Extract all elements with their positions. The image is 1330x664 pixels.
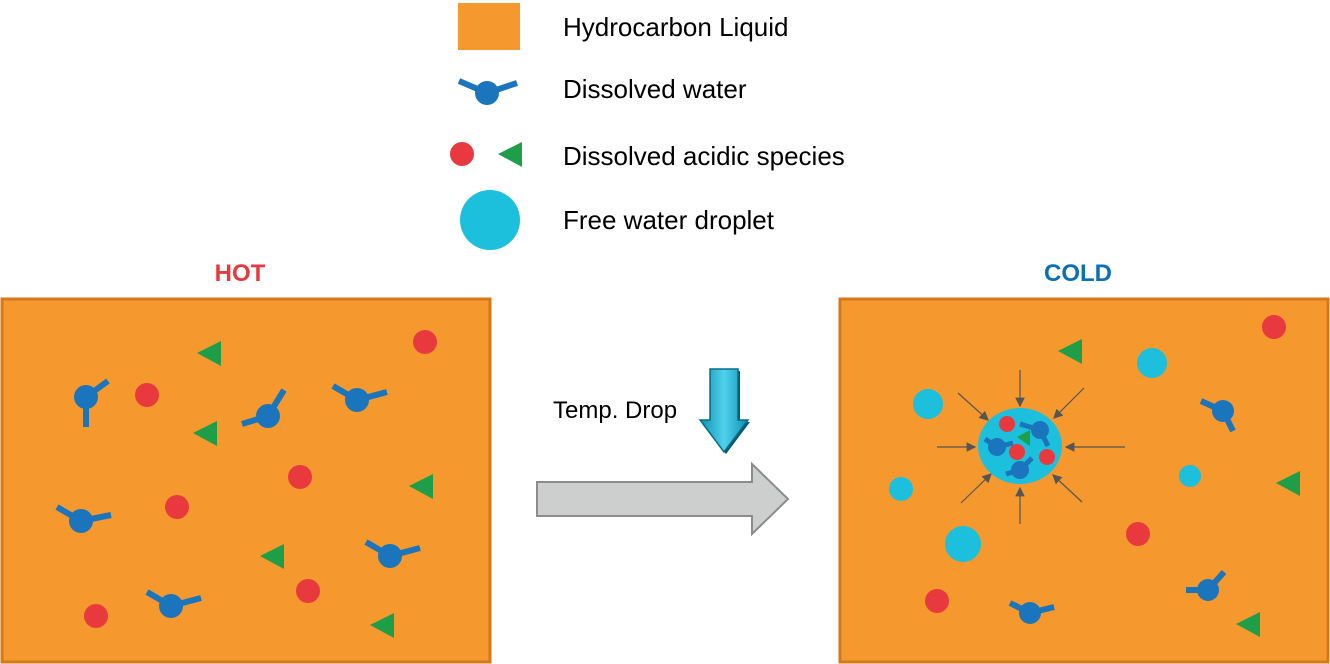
temp-drop-label: Temp. Drop [553,397,678,424]
legend-hydrocarbon-swatch [458,3,520,50]
acidic-green-particle [1236,612,1260,637]
free-water-droplet [889,477,913,501]
legend-label-free-water: Free water droplet [563,205,774,235]
cold-panel [838,297,1330,664]
legend-label-hydrocarbon: Hydrocarbon Liquid [563,12,789,42]
acidic-red-particle [84,604,108,628]
dissolved-water-molecule [74,378,110,427]
dissolved-water-molecule [1186,570,1227,601]
cold-panel-title: COLD [1044,260,1112,287]
acidic-red-particle [413,330,437,354]
free-water-droplet [945,526,981,562]
acidic-green-particle [409,474,433,499]
dissolved-water-molecule [331,383,388,412]
acidic-green-particle [197,341,221,366]
acidic-red-particle [1262,315,1286,339]
hot-panel [0,297,492,664]
legend-free-water-icon [460,190,520,250]
acidic-green-particle [260,544,284,569]
hot-panel-title: HOT [214,260,266,287]
legend-acidic-green-icon [498,142,522,167]
acidic-red-particle [296,579,320,603]
acidic-red-particle [135,383,159,407]
acidic-red-particle [1126,522,1150,546]
legend-label-acidic-species: Dissolved acidic species [563,141,845,171]
dissolved-water-molecule [145,589,202,618]
acidic-green-particle [193,421,217,446]
acidic-red-particle [288,465,312,489]
transition-arrow [536,461,790,537]
acidic-green-particle [370,613,394,638]
temp-drop-arrow [698,368,750,454]
free-water-droplet [913,389,943,419]
acidic-red-particle [925,589,949,613]
hot-contents [55,330,437,638]
dissolved-water-molecule [55,504,112,533]
legend-dissolved-water-icon [457,78,518,105]
dissolved-water-molecule [364,539,421,568]
dissolved-water-molecule [1008,600,1055,624]
acidic-green-particle [1058,339,1082,364]
legend-label-dissolved-water: Dissolved water [563,74,747,104]
coalescing-droplet [978,408,1062,484]
free-water-droplet [1179,465,1201,487]
convergence-arrows [937,370,1125,524]
dissolved-water-molecule [241,388,287,428]
acidic-red-particle [165,495,189,519]
acidic-green-particle [1276,471,1300,496]
dissolved-water-molecule [1199,398,1236,433]
free-water-droplet [1137,348,1167,378]
legend-acidic-red-icon [450,142,474,166]
cold-contents [889,315,1300,637]
